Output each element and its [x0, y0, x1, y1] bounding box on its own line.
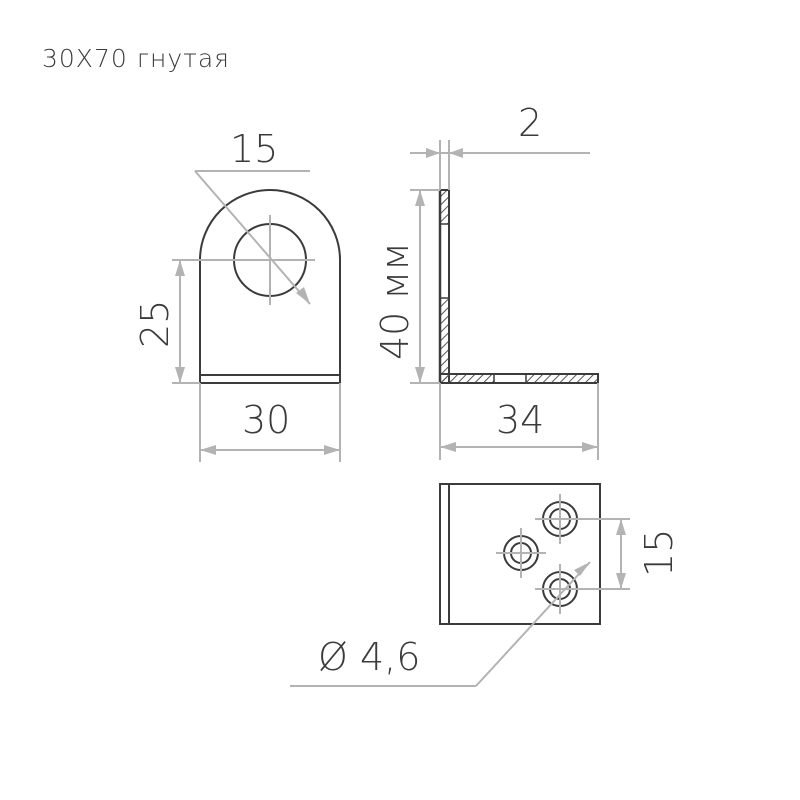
- dim-front-height-label: 25: [133, 300, 177, 348]
- dim-front-width: 30: [199, 383, 341, 462]
- dim-hole-diameter-label: Ø 4,6: [318, 635, 420, 679]
- dim-hole-spacing-top-label: 15: [230, 127, 278, 171]
- front-outline: [199, 189, 341, 384]
- dim-hole-spacing-top: 15: [194, 127, 311, 305]
- bottom-outline: [439, 483, 601, 625]
- dim-thickness: 2: [410, 101, 590, 190]
- bottom-hole-bottom-right: [535, 564, 630, 614]
- dim-side-length: 34: [439, 383, 599, 460]
- dim-front-width-label: 30: [242, 398, 290, 442]
- dim-front-height: 25: [133, 259, 232, 384]
- dim-side-length-label: 34: [496, 398, 544, 442]
- bottom-hole-middle-left: [496, 528, 546, 578]
- dim-bottom-spacing-label: 15: [637, 529, 681, 577]
- dim-side-height: 40 мм: [373, 189, 440, 384]
- dim-bottom-spacing: 15: [616, 519, 681, 589]
- dim-side-height-label: 40 мм: [373, 242, 417, 360]
- side-vertical-hole-gap: [441, 224, 448, 298]
- dim-thickness-label: 2: [518, 101, 542, 145]
- bottom-hole-top-right: [535, 494, 630, 544]
- side-view: [438, 189, 599, 384]
- bottom-view: [439, 483, 630, 625]
- front-view: [199, 189, 341, 384]
- side-horizontal-hole-gap: [494, 375, 526, 382]
- drawing-title: 30X70 гнутая: [42, 44, 230, 73]
- dim-hole-diameter: Ø 4,6: [290, 561, 591, 687]
